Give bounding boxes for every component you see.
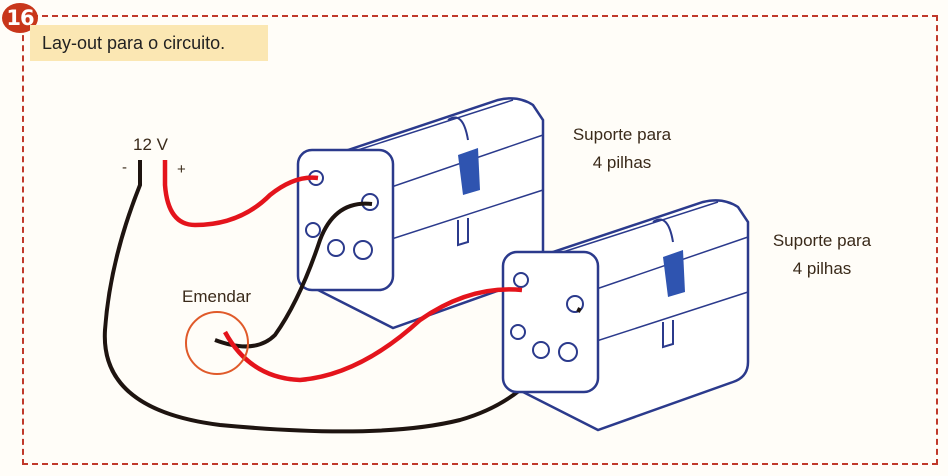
black-wire-holder1 — [214, 201, 373, 349]
caption: Lay-out para o circuito. — [30, 25, 268, 61]
red-wire-positive — [162, 160, 319, 228]
minus-label: - — [122, 159, 127, 176]
dashed-frame — [22, 15, 938, 465]
holder2-label-line1: Suporte para — [773, 231, 872, 250]
plus-label: + — [177, 161, 186, 178]
splice-circle — [185, 311, 249, 375]
red-wire-holder2 — [223, 287, 523, 383]
holder1-label-line2: 4 pilhas — [593, 153, 652, 172]
holder2-label-line2: 4 pilhas — [793, 259, 852, 278]
voltage-label: 12 V — [133, 135, 169, 154]
holder1-label-line1: Suporte para — [573, 125, 672, 144]
splice-label: Emendar — [182, 287, 251, 306]
